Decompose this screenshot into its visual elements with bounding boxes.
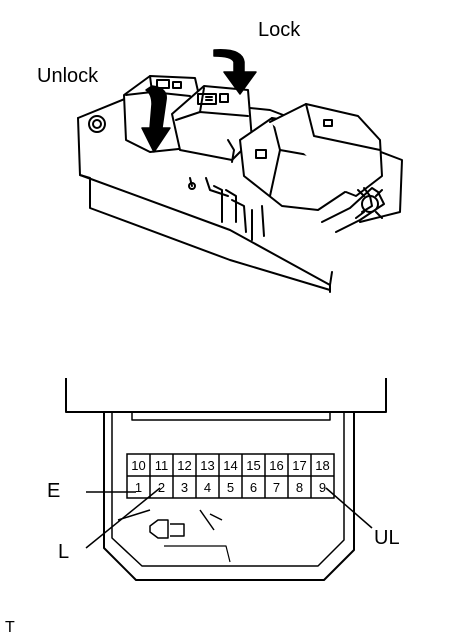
ul-label: UL [374, 527, 400, 549]
pin-15: 15 [246, 458, 260, 473]
pin-14: 14 [223, 458, 237, 473]
corner-label: T [5, 619, 15, 636]
switch-pins [188, 177, 265, 241]
pin-18: 18 [315, 458, 329, 473]
lock-arrow [213, 49, 257, 95]
unlock-label: Unlock [37, 65, 99, 87]
window-switches [239, 103, 383, 213]
pin-13: 13 [200, 458, 214, 473]
pin-10: 10 [131, 458, 145, 473]
mounting-lug [321, 187, 385, 233]
switch-illustration [77, 49, 403, 293]
pin-12: 12 [177, 458, 191, 473]
pin-1: 1 [135, 480, 142, 495]
pin-3: 3 [181, 480, 188, 495]
pin-7: 7 [273, 480, 280, 495]
pin-8: 8 [296, 480, 303, 495]
l-label: L [58, 541, 70, 563]
l-leader [85, 487, 161, 549]
pin-5: 5 [227, 480, 234, 495]
connector-pin-grid: 10 11 12 13 14 15 16 17 18 1 2 3 4 5 6 7… [126, 453, 335, 499]
unlock-arrow [141, 85, 171, 153]
pin-17: 17 [292, 458, 306, 473]
e-label: E [47, 480, 61, 502]
pin-16: 16 [269, 458, 283, 473]
connector-outline [65, 378, 387, 581]
lock-label: Lock [258, 19, 301, 41]
pin-4: 4 [204, 480, 211, 495]
pin-9: 9 [319, 480, 326, 495]
ul-leader [325, 487, 373, 529]
pin-11: 11 [155, 458, 169, 473]
pin-6: 6 [250, 480, 257, 495]
pin-2: 2 [158, 480, 165, 495]
lock-rocker [171, 85, 253, 163]
